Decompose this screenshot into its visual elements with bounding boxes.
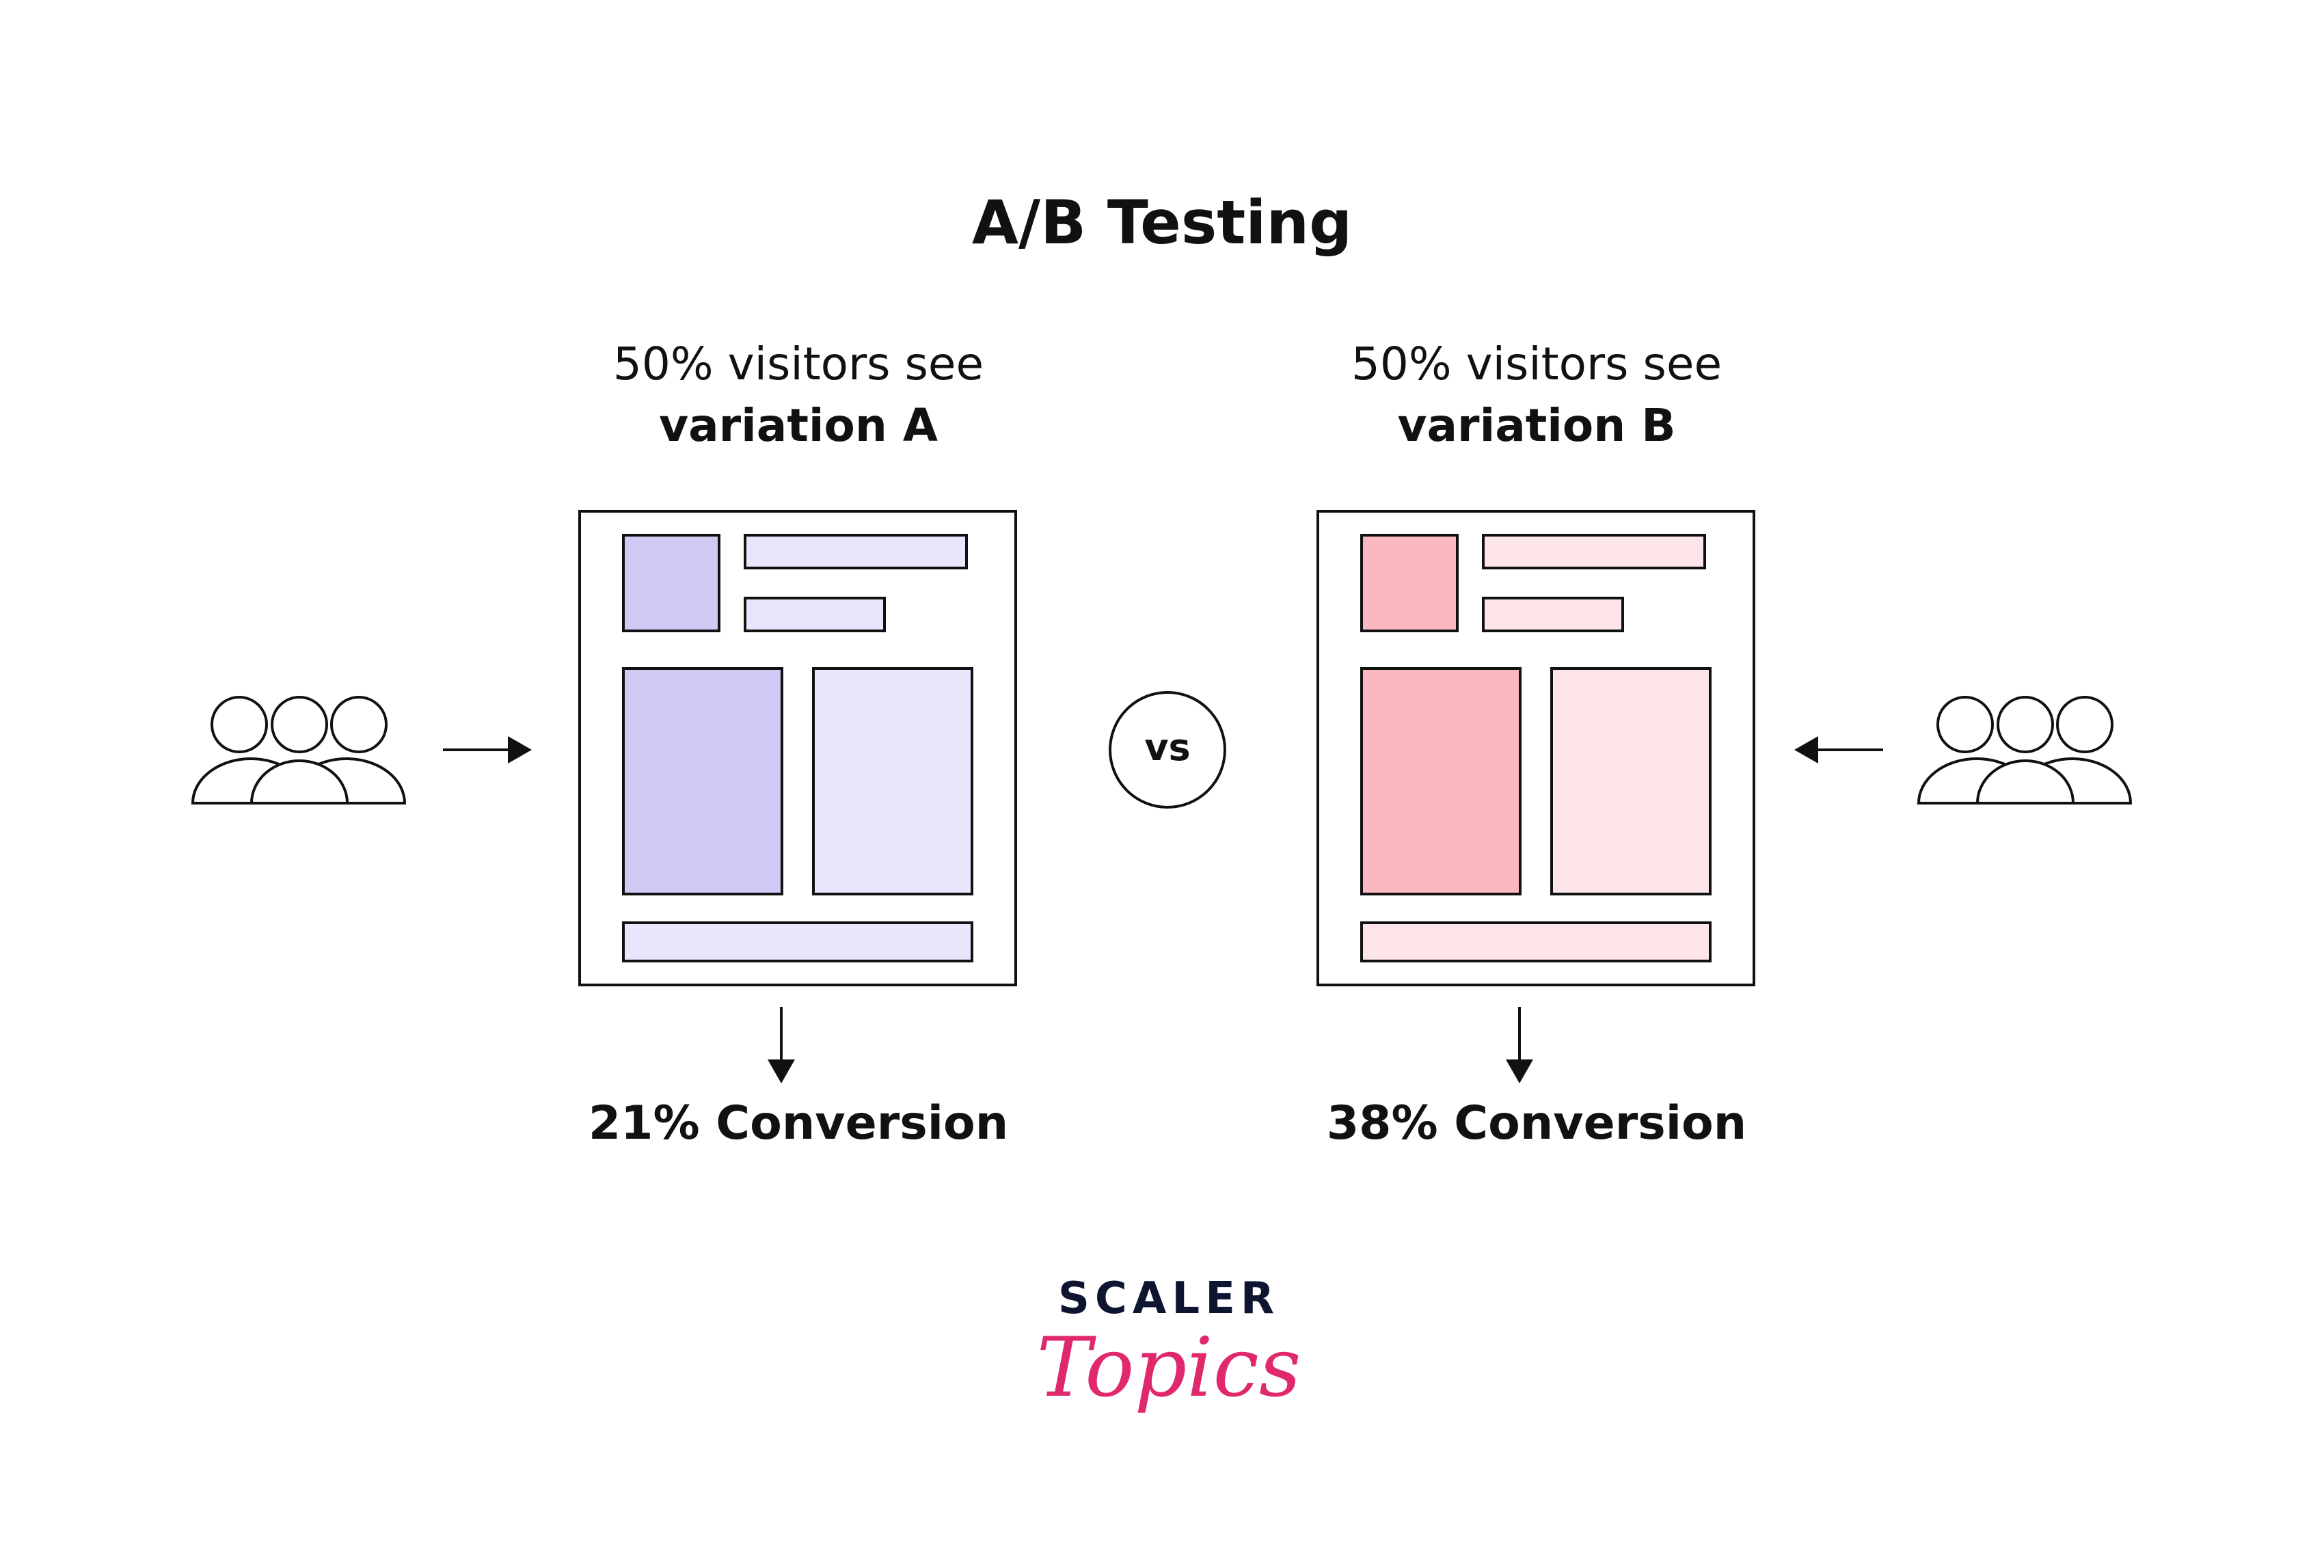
wireframe-b-line-short <box>1482 597 1624 632</box>
variation-a-caption: 50% visitors see <box>612 338 984 390</box>
variation-a-conversion: 21% Conversion <box>588 1096 1009 1150</box>
wireframe-b-image-block <box>1360 534 1459 632</box>
variation-b-conversion: 38% Conversion <box>1326 1096 1747 1150</box>
vs-circle <box>1109 691 1226 809</box>
variation-b-caption: 50% visitors see <box>1351 338 1722 390</box>
arrow-left-icon <box>1794 736 1883 763</box>
variation-a-wireframe <box>578 510 1017 986</box>
variation-b-label: variation B <box>1397 399 1676 452</box>
variation-a-label: variation A <box>659 399 938 452</box>
visitors-right-icon <box>1917 696 2133 805</box>
wireframe-a-footer-bar <box>622 921 973 962</box>
wireframe-a-panel-left <box>622 667 783 895</box>
wireframe-b-panel-right <box>1550 667 1712 895</box>
arrow-down-icon <box>1506 1007 1533 1083</box>
wireframe-b-panel-left <box>1360 667 1522 895</box>
arrow-right-icon <box>443 736 532 763</box>
wireframe-a-panel-right <box>812 667 973 895</box>
logo-scaler-text: SCALER <box>1057 1273 1280 1324</box>
wireframe-b-footer-bar <box>1360 921 1712 962</box>
visitors-left-icon <box>191 696 407 805</box>
logo-topics-text: Topics <box>1036 1321 1301 1416</box>
variation-b-wireframe <box>1316 510 1755 986</box>
arrow-down-icon <box>768 1007 795 1083</box>
wireframe-a-line-short <box>744 597 886 632</box>
wireframe-b-line-long <box>1482 534 1706 569</box>
wireframe-a-line-long <box>744 534 968 569</box>
wireframe-a-image-block <box>622 534 720 632</box>
vs-label: vs <box>1144 726 1191 769</box>
page-title: A/B Testing <box>971 187 1353 258</box>
